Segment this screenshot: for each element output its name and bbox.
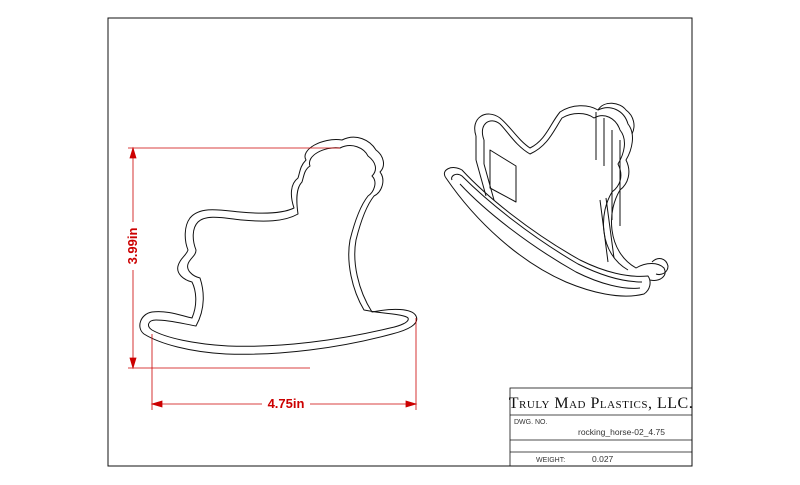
title-block (509, 387, 693, 467)
isometric-view (444, 102, 669, 297)
height-dimension-label: 3.99in (125, 228, 140, 265)
weight-label: WEIGHT: (536, 457, 565, 464)
dwg-no-label: DWG. NO. (514, 419, 547, 426)
weight-value: 0.027 (592, 454, 614, 464)
dimension-lines (128, 146, 418, 410)
width-dimension-label: 4.75in (268, 396, 305, 411)
company-name: Truly Mad Plastics, LLC. (509, 395, 693, 412)
dwg-no-value: rocking_horse-02_4.75 (578, 427, 665, 437)
front-view-outline (139, 136, 418, 355)
drawing-border (107, 17, 693, 467)
